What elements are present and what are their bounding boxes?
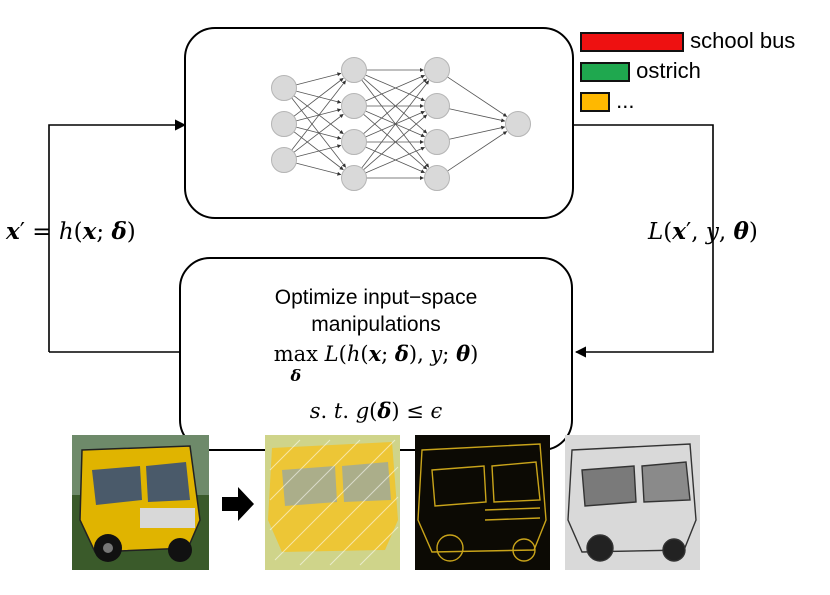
legend-item-ostrich: ostrich <box>580 58 701 84</box>
optimizer-constraint-formula: s. t. g(δ) ≤ ϵ <box>309 398 443 423</box>
network-edge <box>296 144 342 158</box>
legend-swatch-ostrich <box>580 62 630 83</box>
legend-swatch-more <box>580 92 610 113</box>
network-edge <box>293 113 344 153</box>
network-edge <box>363 78 428 135</box>
network-edge <box>361 80 430 169</box>
network-edge <box>293 77 344 117</box>
network-edge <box>296 72 342 86</box>
network-node <box>341 57 367 83</box>
image-strip <box>72 435 700 570</box>
network-node <box>341 93 367 119</box>
legend-label-more: ... <box>616 88 635 113</box>
network-node <box>271 75 297 101</box>
optimizer-title-line2: manipulations <box>311 313 441 336</box>
network-node <box>341 165 367 191</box>
legend-item-school-bus: school bus <box>580 28 795 54</box>
legend-item-more: ... <box>580 88 634 114</box>
network-node <box>341 129 367 155</box>
legend-label-school-bus: school bus <box>690 28 796 53</box>
network-edge <box>449 125 506 140</box>
network-edge <box>296 162 342 176</box>
network-edge <box>447 76 508 117</box>
network-edge <box>365 74 425 102</box>
transform-arrow-icon <box>222 487 254 521</box>
network-edge <box>365 146 425 174</box>
legend-swatch-school-bus <box>580 32 684 53</box>
loss-formula: L(x′, y, θ) <box>648 218 758 245</box>
network-node <box>424 165 450 191</box>
network-edge <box>291 80 347 151</box>
input-arrow-line <box>48 119 187 352</box>
loss-arrow-line <box>573 124 714 358</box>
input-transform-formula: x′ = h(x; δ) <box>6 218 136 245</box>
network-node <box>505 111 531 137</box>
neural-network-icon <box>271 57 531 191</box>
network-node <box>271 147 297 173</box>
network-node <box>424 129 450 155</box>
network-edge <box>447 131 508 172</box>
network-node <box>424 57 450 83</box>
legend-label-ostrich: ostrich <box>636 58 701 83</box>
optimizer-title-line1: Optimize input−space <box>274 286 478 309</box>
network-node <box>271 111 297 137</box>
network-edge <box>449 108 506 123</box>
network-edge <box>363 114 428 171</box>
network-node <box>424 93 450 119</box>
